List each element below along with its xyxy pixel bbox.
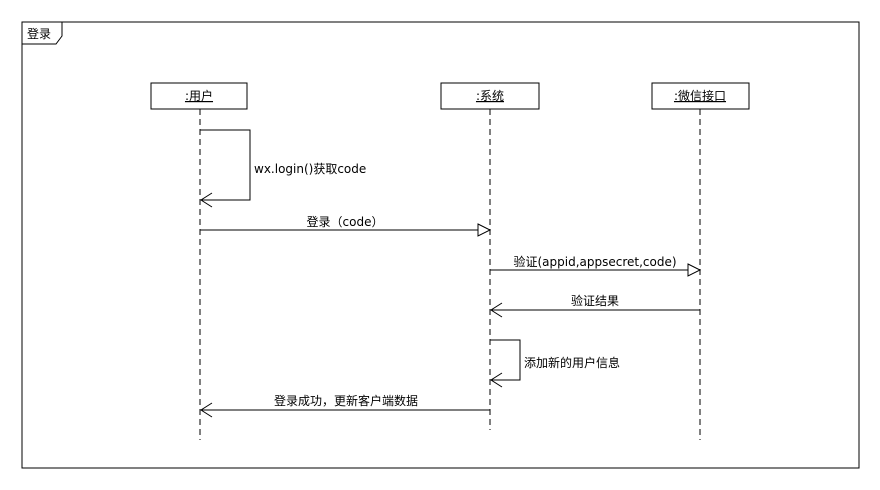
message-self-add-user: 添加新的用户信息: [490, 339, 620, 388]
lifeline-wechat: :微信接口: [651, 82, 750, 440]
diagram-frame: [21, 21, 860, 469]
message-verify: 验证(appid,appsecret,code): [490, 254, 702, 277]
frame-title: 登录: [27, 26, 51, 41]
message-self-login-line: [200, 129, 251, 201]
message-self-add-user-line: [490, 339, 521, 381]
message-verify-result-arrowhead: [490, 302, 503, 318]
message-login-success-arrowhead: [200, 402, 213, 418]
message-self-login: wx.login()获取code: [200, 129, 366, 208]
message-verify-result: 验证结果: [490, 293, 700, 318]
lifeline-system: :系统: [440, 82, 540, 430]
message-self-login-arrowhead: [200, 192, 213, 208]
message-verify-label: 验证(appid,appsecret,code): [513, 254, 676, 269]
message-login-success: 登录成功，更新客户端数据: [200, 393, 490, 418]
message-login-code: 登录（code）: [200, 214, 492, 237]
lifeline-wechat-label: :微信接口: [674, 88, 726, 103]
message-verify-result-label: 验证结果: [571, 293, 619, 308]
message-self-login-label: wx.login()获取code: [254, 162, 366, 176]
lifeline-user: :用户: [150, 82, 248, 440]
frame-title-tab: [21, 21, 63, 45]
lifeline-user-box: [150, 82, 248, 110]
message-login-code-label: 登录（code）: [307, 214, 384, 229]
message-login-success-label: 登录成功，更新客户端数据: [274, 393, 418, 408]
message-login-code-arrowhead: [477, 223, 492, 237]
message-verify-arrowhead: [687, 263, 702, 277]
message-self-add-user-arrowhead: [490, 372, 503, 388]
lifeline-system-label: :系统: [476, 89, 504, 103]
message-self-add-user-label: 添加新的用户信息: [524, 355, 620, 370]
lifeline-user-label: :用户: [185, 88, 213, 103]
lifeline-wechat-box: [651, 82, 750, 110]
lifeline-system-box: [440, 82, 540, 110]
